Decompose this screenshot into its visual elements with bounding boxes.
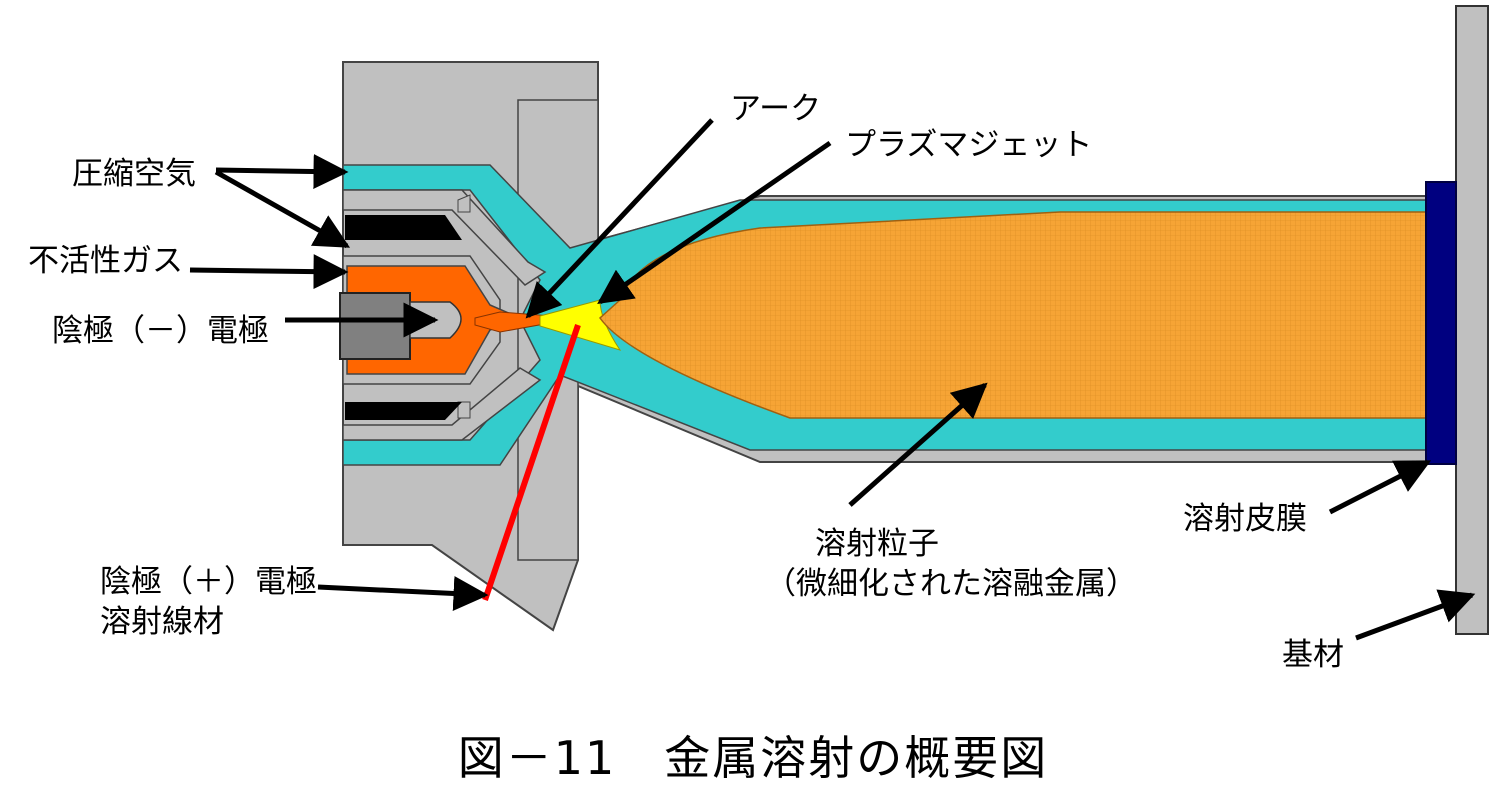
label-anode: 陰極（＋）電極 <box>100 564 317 600</box>
leader-arrows <box>189 118 1476 641</box>
arrow-arc <box>525 118 714 319</box>
cathode-electrode <box>339 292 411 360</box>
label-compressed-air: 圧縮空気 <box>72 156 196 192</box>
label-substrate: 基材 <box>1282 637 1344 673</box>
label-coating: 溶射皮膜 <box>1183 501 1307 537</box>
label-particles-desc: （微細化された溶融金属） <box>765 566 1137 602</box>
label-particles: 溶射粒子 <box>815 526 939 562</box>
lower-separator <box>342 367 542 441</box>
arrow-coating <box>1328 459 1432 515</box>
spray-cone <box>598 211 1427 419</box>
tab-upper <box>457 194 471 213</box>
label-plasma-jet: プラズマジェット <box>845 127 1093 163</box>
spray-wire <box>482 324 581 601</box>
insulator-bottom <box>345 402 462 420</box>
insulator-top <box>345 215 462 240</box>
arrow-particles <box>848 382 988 507</box>
label-arc: アーク <box>730 91 822 127</box>
arrow-inert-gas <box>189 254 349 290</box>
substrate-plate <box>1455 5 1489 635</box>
tab-lower <box>457 401 471 419</box>
figure-caption: 図－11 金属溶射の概要図 <box>457 731 1049 785</box>
arrow-compressed-air-2 <box>214 169 351 249</box>
label-cathode: 陰極（－）電極 <box>52 313 269 349</box>
arrow-anode <box>317 576 489 611</box>
upper-separator <box>342 189 547 286</box>
arrow-substrate <box>1355 589 1476 641</box>
arrow-compressed-air-1 <box>215 154 349 190</box>
arrow-plasma <box>597 140 832 305</box>
coating-layer <box>1425 181 1457 465</box>
label-inert-gas: 不活性ガス <box>28 243 183 279</box>
label-wire: 溶射線材 <box>100 604 224 640</box>
